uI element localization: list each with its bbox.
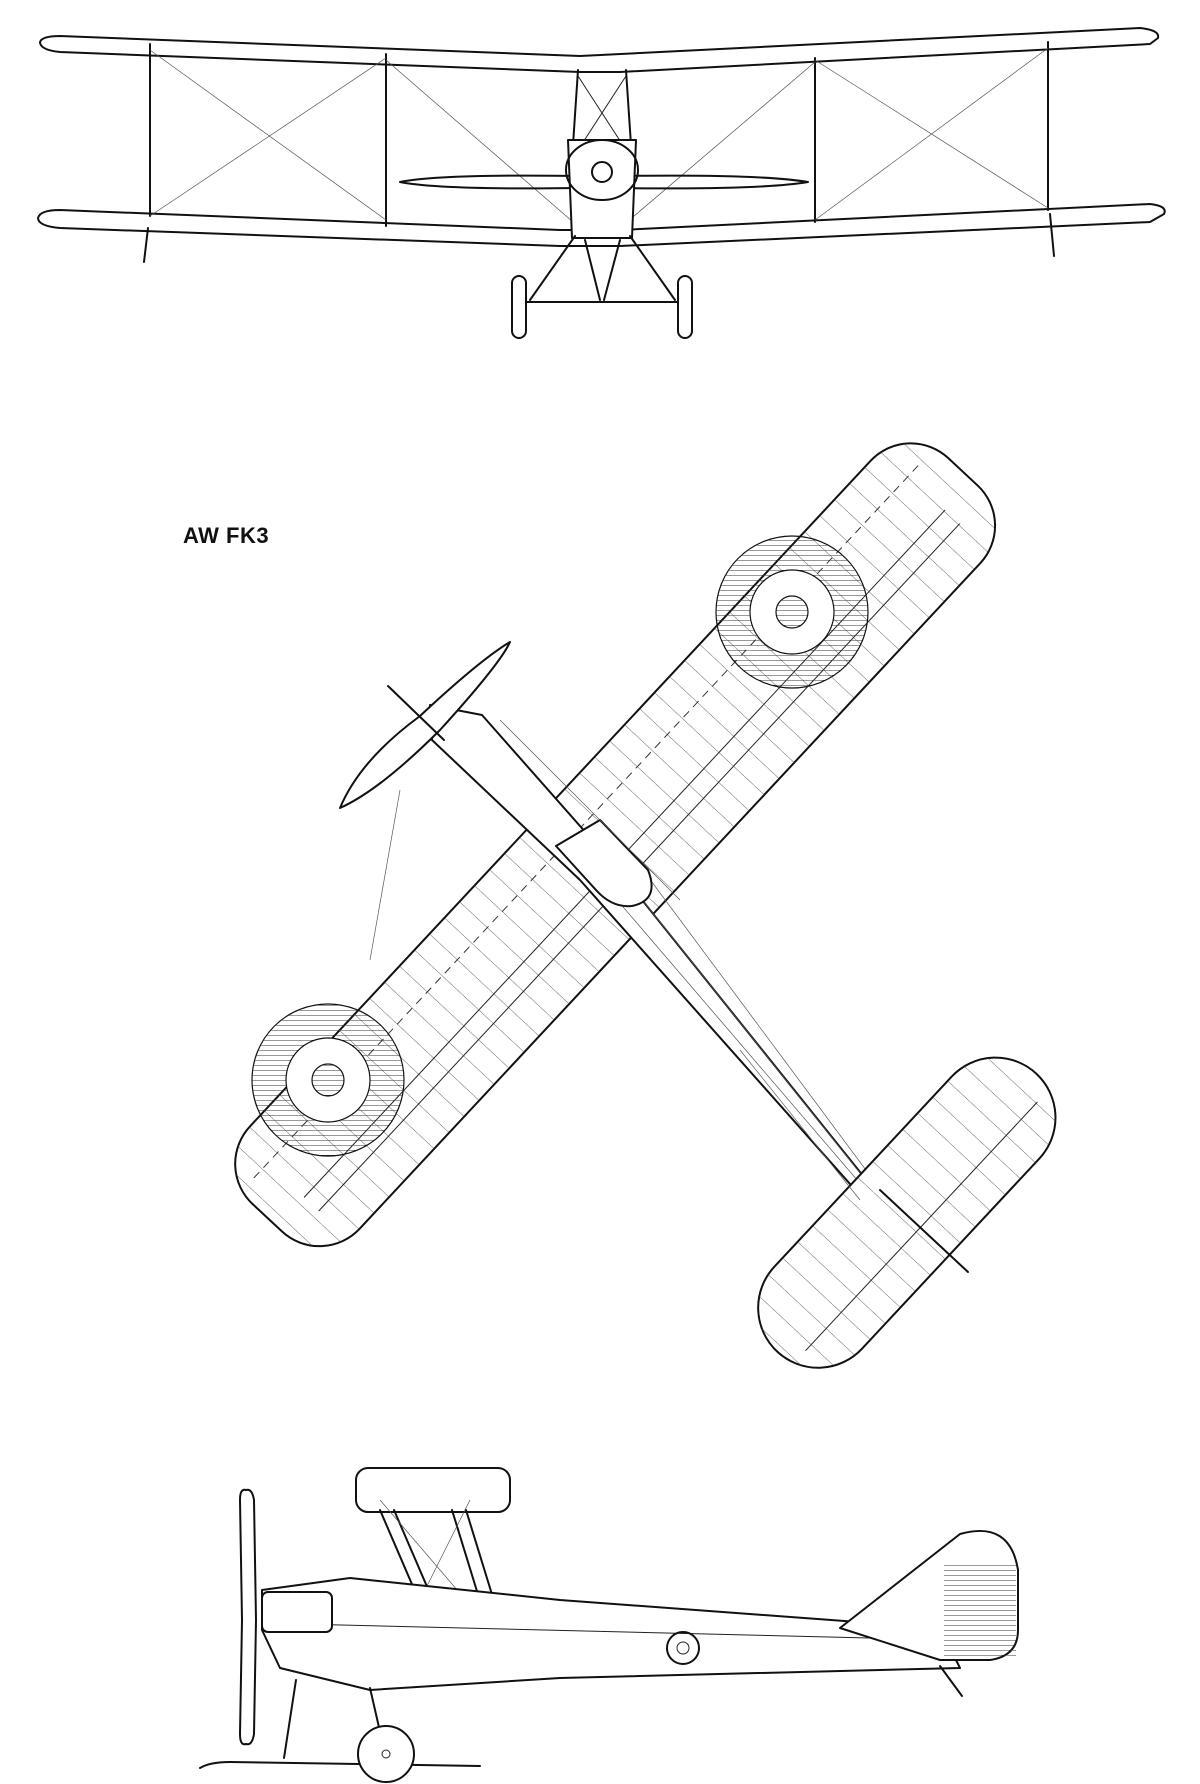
side-tailskid xyxy=(940,1666,962,1696)
front-engine xyxy=(566,140,638,200)
plan-propeller-hub xyxy=(388,686,444,740)
side-fuselage xyxy=(262,1578,960,1690)
front-lower-wing xyxy=(38,204,1165,246)
side-rudder-hatch xyxy=(944,1562,1016,1658)
front-interplane-struts xyxy=(144,42,1054,262)
side-undercarriage xyxy=(200,1680,480,1782)
front-upper-wing xyxy=(40,28,1158,72)
plan-rudder xyxy=(880,1190,968,1272)
side-wheel xyxy=(358,1726,414,1782)
front-tailplane xyxy=(400,176,808,189)
front-undercarriage xyxy=(512,236,692,338)
plan-propeller xyxy=(340,642,510,808)
plan-roundel-port xyxy=(252,1004,404,1156)
plan-roundel-starboard xyxy=(716,536,868,688)
plan-cockpit xyxy=(556,820,652,906)
side-roundel xyxy=(667,1632,699,1664)
front-bracing-wires xyxy=(150,48,1048,228)
plan-tailplane xyxy=(733,1033,1080,1393)
side-upper-wing xyxy=(356,1468,510,1512)
side-engine xyxy=(262,1592,332,1632)
side-propeller xyxy=(240,1490,256,1745)
drawing-title: AW FK3 xyxy=(183,523,270,548)
front-propeller-hub xyxy=(592,162,612,182)
plan-bracing-wires xyxy=(370,720,860,1200)
